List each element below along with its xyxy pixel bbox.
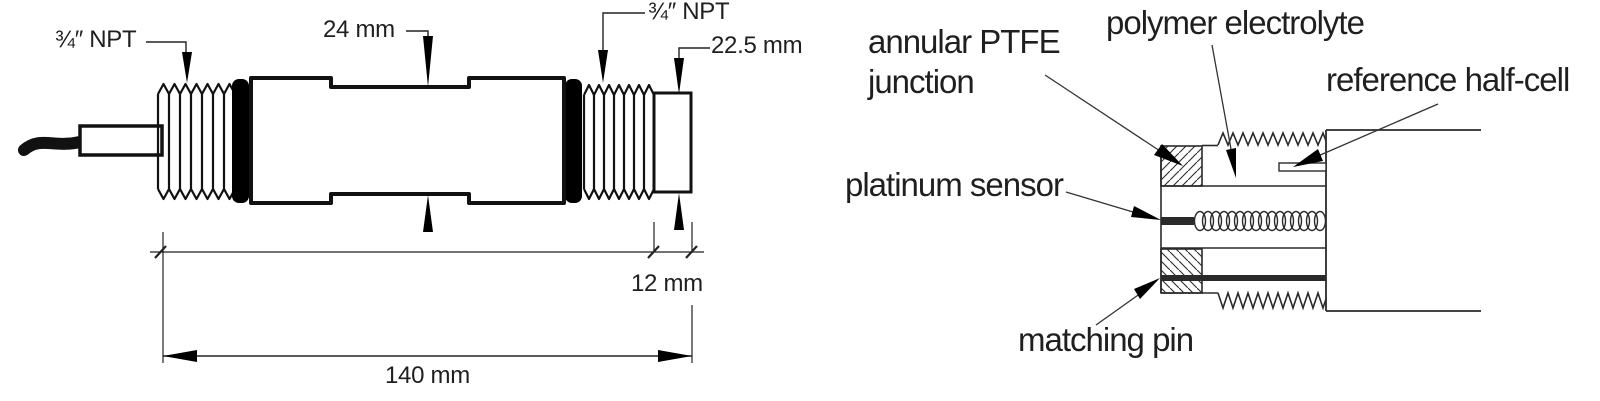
label-platinum-sensor: platinum sensor [845,166,1064,203]
leader-matching-pin [1095,292,1142,326]
arrow-dim-24-top [423,36,433,87]
arrow-polymer-electrolyte [1226,148,1236,178]
leader-npt-right [602,12,645,50]
section-thread-top [1217,130,1327,148]
arrow-dim-22-5-bottom [674,193,684,230]
label-matching-pin: matching pin [1018,321,1194,358]
leader-reference-half-cell [1317,103,1439,157]
section-thread-bottom [1217,290,1327,311]
label-dim-22-5mm: 22.5 mm [711,32,803,59]
o-ring-right [565,79,582,203]
label-dim-12mm: 12 mm [631,270,703,297]
arrow-npt-left [182,52,192,83]
cable [18,136,86,156]
leader-platinum-sensor [1065,191,1134,213]
leader-annular-ptfe [1044,74,1161,152]
lower-hatch-block [1160,248,1203,294]
end-cap [652,91,693,194]
arrow-dim-22-5-top [674,58,684,94]
arrow-dim-24-bottom [423,195,433,232]
label-dim-140mm: 140 mm [385,362,470,389]
label-polymer-electrolyte: polymer electrolyte [1106,4,1365,41]
callout-leaders [1044,44,1439,326]
sensor-body [249,76,566,205]
thread-right [582,83,656,201]
o-ring-left [232,79,249,203]
arrow-140-right [658,350,692,362]
label-annular-ptfe-junction: annular PTFE junction [868,23,1061,100]
leader-dim-22-5 [678,47,710,58]
label-dim-24mm: 24 mm [323,16,395,43]
arrow-reference-half-cell [1293,149,1323,167]
outer-body [1325,129,1481,312]
sensor-coil [1193,210,1327,232]
arrow-matching-pin [1134,278,1160,299]
arrow-annular-ptfe [1154,144,1183,166]
arrow-platinum-sensor [1131,206,1161,220]
leader-dim-24 [406,30,429,36]
sensor-outline-drawing [18,12,710,363]
label-reference-half-cell: reference half-cell [1326,61,1570,98]
sensor-section-drawing [1044,44,1481,326]
arrow-npt-right [598,50,608,83]
label-npt-right: ¾″ NPT [648,0,730,25]
label-npt-left: ¾″ NPT [55,26,137,53]
leader-polymer-electrolyte [1211,44,1232,150]
extension-lines [162,222,693,363]
cable-gland [78,124,164,157]
leader-npt-left [146,41,187,52]
thread-left [156,82,237,201]
arrow-140-left [163,350,197,362]
dimension-annotations [146,12,710,363]
